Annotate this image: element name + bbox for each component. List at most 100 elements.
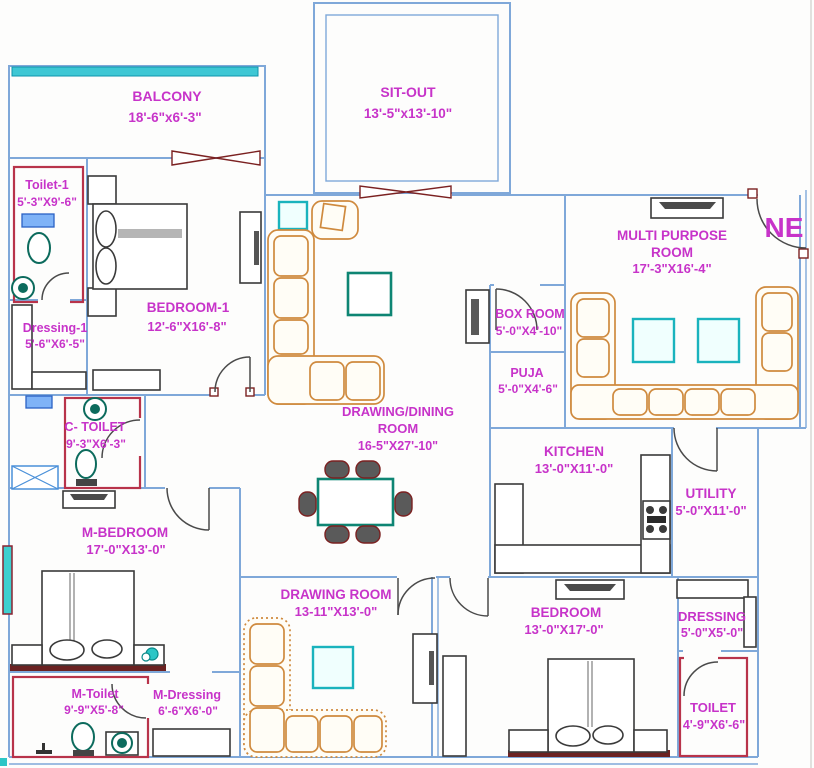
coffee-table: [311, 645, 355, 690]
drawingroom-dim: 13-11"X13'-0": [295, 604, 378, 619]
sitout-bowtie-door: [359, 185, 407, 199]
center-table: [346, 271, 393, 317]
shower-icon: [90, 404, 100, 414]
wc-base: [76, 479, 97, 486]
mtoilet-dim: 9'-9"X5'-8": [64, 703, 124, 717]
sitout-inner-outline: [325, 14, 499, 182]
mtoilet-door-arc: [111, 683, 147, 719]
puja-dim: 5'-0"X4'-6": [498, 382, 558, 396]
wardrobe: [743, 596, 757, 648]
sofa-table: [631, 317, 676, 364]
toilet1-door-opening: [38, 298, 70, 305]
windows: [2, 150, 452, 615]
multipurpose-furniture: [465, 197, 799, 420]
wc: [71, 722, 95, 752]
mbedroom-label: M-BEDROOM: [82, 525, 168, 540]
mdressing-label: M-Dressing: [153, 688, 221, 702]
sofa-table: [696, 317, 741, 364]
sitout-dim: 13'-5"x13'-10": [364, 106, 452, 121]
counter: [31, 371, 87, 390]
ctoilet-door-arc: [101, 419, 141, 459]
counter: [152, 728, 231, 757]
ctoilet-dim: 9'-3"X6'-3": [66, 437, 126, 451]
washbasin: [25, 395, 53, 409]
lamp-icon: [141, 652, 151, 662]
toilet-dim: 4'-9"X6'-6": [683, 718, 745, 732]
dressing1-dim: 5'-6"X6'-5": [25, 337, 85, 351]
drawingroom-furniture: [243, 617, 387, 758]
bedroom-furniture: [508, 579, 668, 753]
counter: [676, 579, 749, 599]
compass-ne-label: NE: [765, 212, 804, 243]
wc: [27, 232, 51, 264]
toilet1-door-arc: [41, 272, 70, 301]
balcony-window: [11, 66, 259, 77]
tv: [659, 202, 716, 209]
bedroom1-door-arc: [214, 356, 251, 393]
mbedroom-window: [2, 545, 13, 615]
side-table: [277, 200, 309, 231]
bedside-table: [633, 729, 668, 753]
dressing-furniture: [412, 579, 757, 757]
drawdine-label2: ROOM: [378, 421, 418, 436]
wc-base: [73, 750, 94, 756]
bed-runner: [118, 229, 182, 238]
room-labels: BALCONY 18'-6"x6'-3" SIT-OUT 13'-5"x13'-…: [17, 84, 803, 732]
pillow: [95, 247, 117, 285]
multipurpose-label2: ROOM: [651, 245, 693, 260]
drawingroom-label: DRAWING ROOM: [281, 587, 392, 602]
kitchen-label: KITCHEN: [544, 444, 604, 459]
bedroom-label: BEDROOM: [531, 605, 602, 620]
washbasin: [21, 213, 55, 228]
drawing-dining-furniture: [267, 200, 413, 544]
utility-label: UTILITY: [686, 486, 737, 501]
bedroom1-dim: 12'-6"X16'-8": [147, 319, 226, 334]
dressing-dim: 5'-0"X5'-0": [681, 626, 743, 640]
bench: [92, 369, 161, 391]
boxroom-door-arc: [495, 288, 538, 331]
mbedroom-door-arc: [166, 487, 210, 531]
kitchen-door-arc: [673, 427, 718, 472]
bedside-table: [87, 175, 117, 205]
multipurpose-dim: 17'-3"X16'-4": [632, 261, 711, 276]
multipurpose-label: MULTI PURPOSE: [617, 228, 727, 243]
mbedroom-base-wall: [10, 664, 166, 671]
pillow: [49, 639, 85, 661]
shower-icon: [18, 283, 28, 293]
bedroom1-furniture: [87, 175, 262, 391]
utility-dim: 5'-0"X11'-0": [675, 503, 746, 518]
wet-area-walls: [0, 165, 749, 766]
sitout-bowtie-door: [405, 185, 452, 199]
balcony-outline: [8, 65, 266, 159]
toilet-br-door-opening: [684, 654, 718, 663]
tv: [70, 494, 108, 500]
wc: [75, 449, 97, 479]
drawingroom-door-arc: [397, 577, 436, 616]
shower-icon: [117, 738, 127, 748]
armchair-cushion: [319, 202, 347, 232]
faucet-icon: [36, 750, 52, 754]
mdressing-furniture: [152, 728, 231, 757]
pillow: [95, 210, 117, 248]
faucet-icon: [42, 743, 45, 750]
dining-chair: [355, 525, 381, 544]
dining-chair: [324, 525, 350, 544]
bedside-table: [508, 729, 549, 753]
kitchen-dim: 13'-0"X11'-0": [535, 461, 614, 476]
dining-chair: [298, 491, 317, 517]
mtoilet-door-opening: [144, 684, 152, 718]
bedroom1-label: BEDROOM-1: [147, 300, 230, 315]
bedside-table: [87, 287, 117, 317]
dressing-label: DRESSING: [678, 609, 746, 624]
dressing1-furniture: [11, 304, 87, 390]
bedroom-dim: 13'-0"X17'-0": [524, 622, 603, 637]
pillow: [555, 725, 591, 747]
puja-label: PUJA: [510, 366, 543, 380]
drawdine-dim: 16-5"X27'-10": [358, 439, 438, 453]
mtoilet-label: M-Toilet: [72, 687, 120, 701]
drawdine-label: DRAWING/DINING: [342, 404, 454, 419]
sitout-label: SIT-OUT: [380, 84, 436, 100]
balcony-dim: 18'-6"x6'-3": [128, 110, 201, 125]
